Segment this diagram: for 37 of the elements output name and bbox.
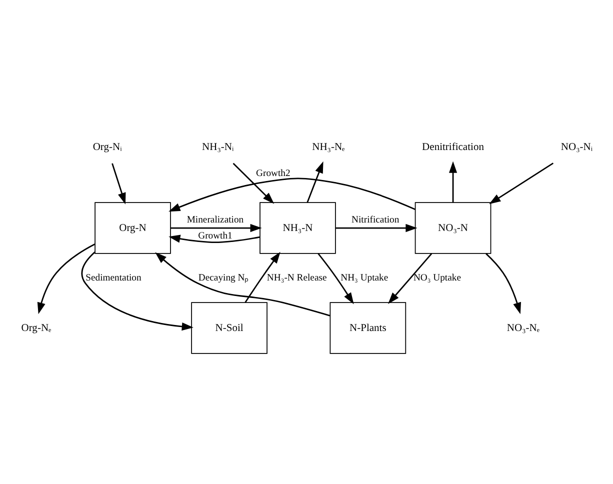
node-text: Denitrification xyxy=(422,142,484,153)
edge-label: Nitrification xyxy=(352,214,400,226)
edge-label: Sedimentation xyxy=(86,272,142,283)
arrow xyxy=(232,162,274,204)
arrow xyxy=(81,251,194,330)
edge-label: NH₃ Uptake xyxy=(340,272,388,283)
arrow xyxy=(170,223,262,232)
node-box: NO₃-N xyxy=(414,202,492,254)
arrow xyxy=(336,223,418,232)
arrow xyxy=(37,242,96,314)
arrow xyxy=(168,177,416,212)
arrow xyxy=(112,162,126,204)
edge-label: NO₃ Uptake xyxy=(413,272,462,283)
node-box: N-Plants xyxy=(330,302,406,354)
arrow xyxy=(388,252,432,304)
node-text: Org-Nₑ xyxy=(21,322,52,334)
node-box: N-Soil xyxy=(191,302,268,354)
node-text: NH₃-Nᵢ xyxy=(202,142,234,153)
edge-label: NH₃-N Release xyxy=(266,272,327,283)
edge-label: Growth2 xyxy=(256,167,290,178)
node-text: NO₃-Nₑ xyxy=(506,322,540,334)
edge-label: Growth1 xyxy=(198,230,232,241)
arrow xyxy=(318,252,354,304)
arrow xyxy=(448,160,458,202)
arrow xyxy=(489,162,554,204)
edge-label: Mineralization xyxy=(186,214,244,226)
arrow xyxy=(486,252,522,314)
arrow xyxy=(306,160,324,202)
arrow xyxy=(155,252,330,316)
arrow xyxy=(168,234,260,243)
node-text: Org-Nᵢ xyxy=(92,142,122,153)
node-box: NH₃-N xyxy=(260,202,336,254)
node-text: NO₃-Nᵢ xyxy=(560,142,593,153)
node-box: Org-N xyxy=(94,202,171,254)
arrow xyxy=(244,251,280,302)
edge-label: Decaying Nₚ xyxy=(198,272,249,283)
node-text: NH₃-Nₑ xyxy=(312,142,345,153)
